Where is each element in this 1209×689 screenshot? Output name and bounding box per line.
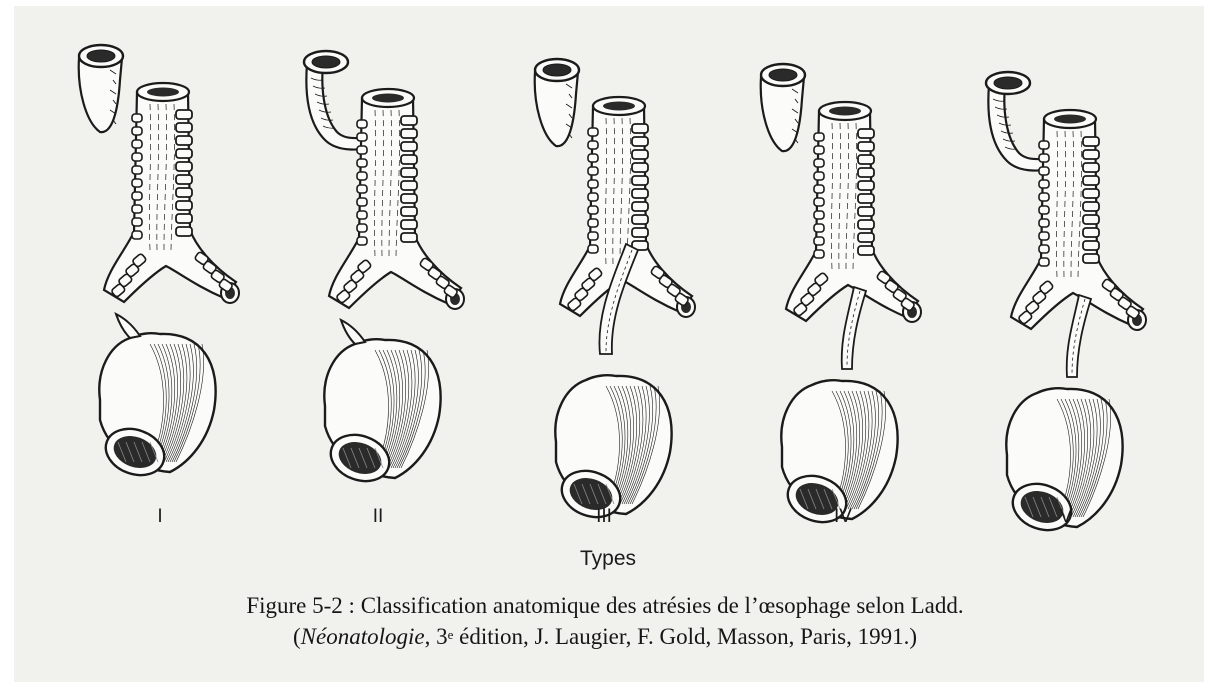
- type-1-illustration: [79, 45, 239, 483]
- distal-fistula: [842, 287, 866, 369]
- type-label-iii: III: [564, 506, 644, 528]
- trachea: [329, 89, 464, 309]
- lower-esophagus: [555, 375, 671, 525]
- caption-book-title: Néonatologie: [301, 624, 425, 649]
- trachea: [560, 97, 695, 317]
- distal-fistula: [1067, 295, 1091, 377]
- type-label-ii: II: [338, 506, 418, 528]
- type-5-illustration: [986, 72, 1146, 538]
- lower-esophagus: [99, 314, 215, 483]
- trachea: [104, 83, 239, 303]
- figure-caption: Figure 5-2 : Classification anatomique d…: [60, 590, 1150, 652]
- upper-esophageal-pouch: [761, 64, 805, 151]
- caption-source: (Néonatologie, 3e édition, J. Laugier, F…: [60, 621, 1150, 652]
- types-heading: Types: [568, 547, 648, 571]
- upper-esophageal-pouch: [79, 45, 123, 132]
- type-label-i: I: [120, 506, 200, 528]
- type-label-v: V: [1026, 506, 1106, 528]
- upper-esophageal-pouch: [535, 59, 579, 146]
- type-label-iv: IV: [803, 506, 883, 528]
- caption-edition-number: , 3: [425, 624, 448, 649]
- caption-title: Figure 5-2 : Classification anatomique d…: [60, 590, 1150, 621]
- caption-source-rest: édition, J. Laugier, F. Gold, Masson, Pa…: [453, 624, 917, 649]
- caption-open-paren: (: [293, 624, 301, 649]
- type-4-illustration: [761, 64, 921, 530]
- lower-esophagus: [324, 320, 440, 489]
- caption-edition-superscript: e: [448, 627, 454, 642]
- type-2-illustration: [304, 51, 464, 489]
- type-3-illustration: [535, 59, 695, 525]
